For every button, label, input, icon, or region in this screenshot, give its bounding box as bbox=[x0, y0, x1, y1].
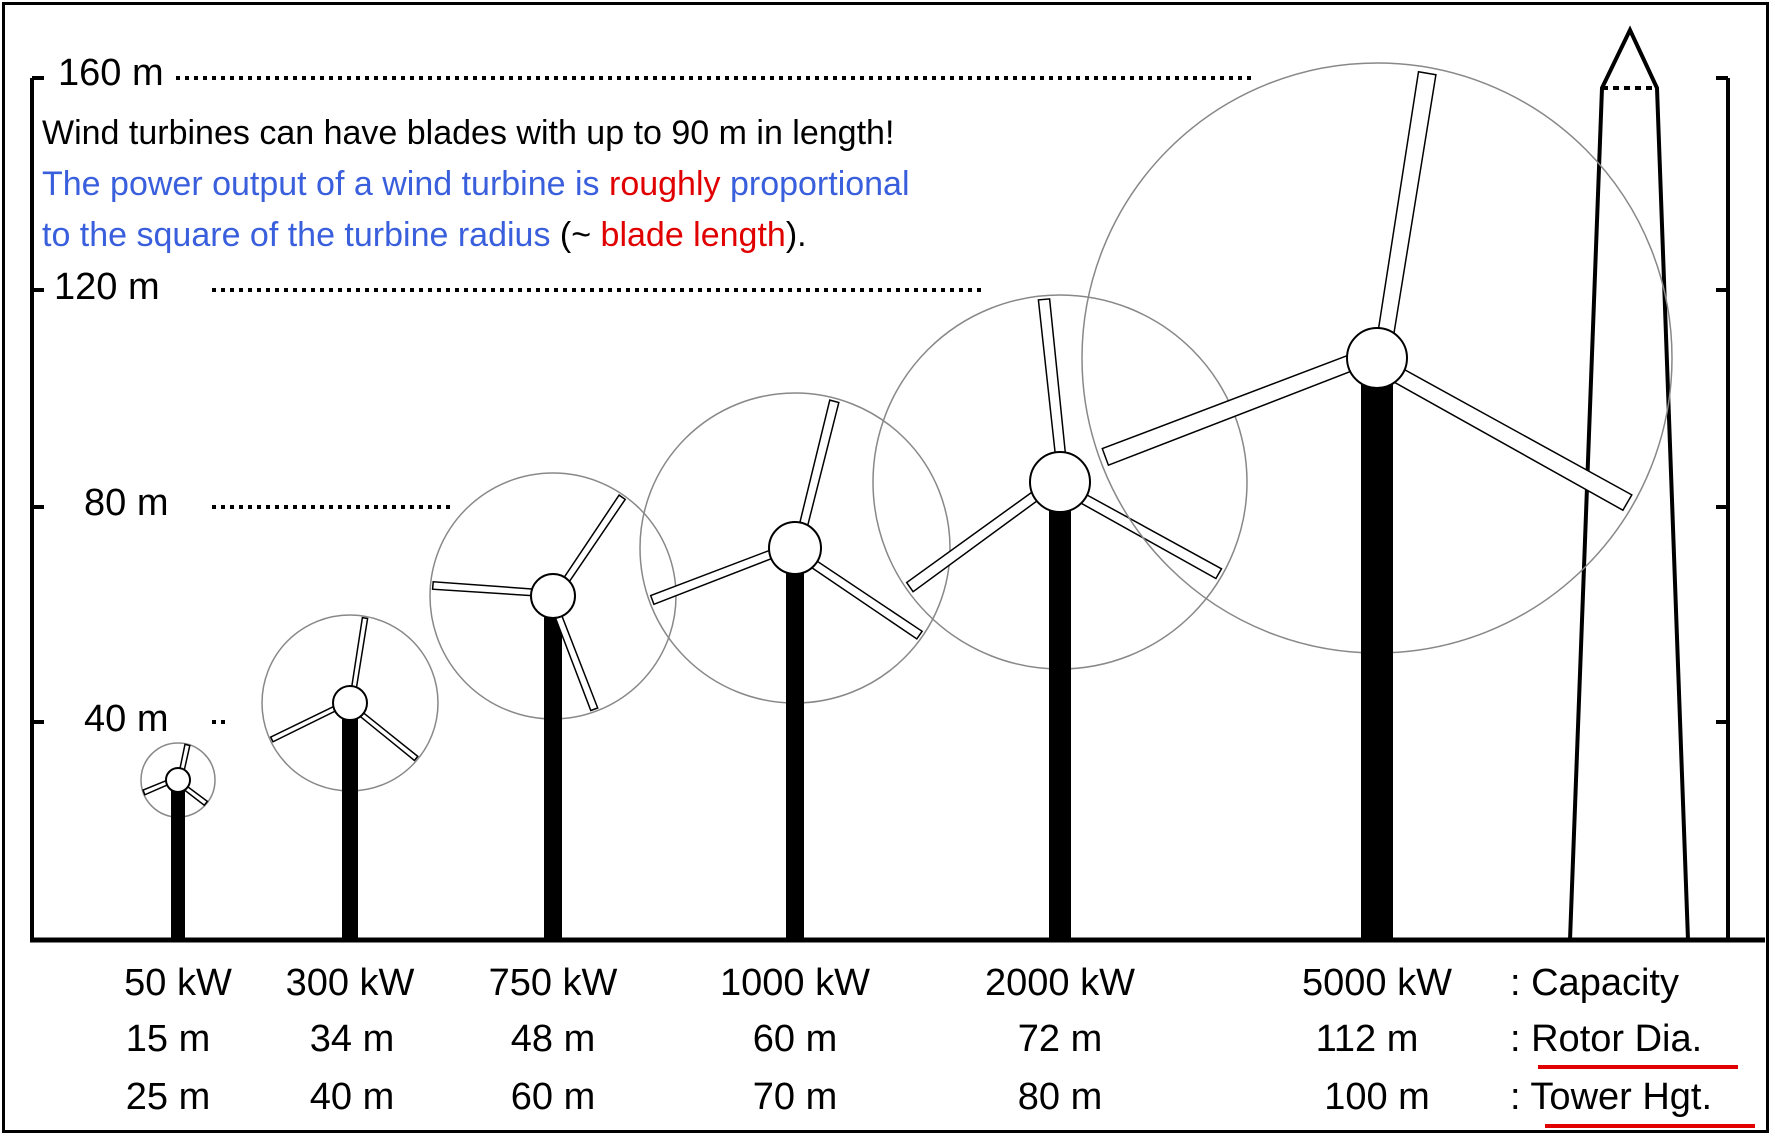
y-label-80: 80 m bbox=[84, 482, 169, 524]
turbine-2 bbox=[429, 472, 677, 940]
rotor-0: 15 m bbox=[125, 1018, 211, 1060]
blade-0-0 bbox=[178, 743, 191, 772]
hub-0 bbox=[165, 767, 191, 793]
capacity-0: 50 kW bbox=[124, 962, 232, 1004]
tower-1: 40 m bbox=[309, 1076, 395, 1118]
turbines-group bbox=[140, 62, 1673, 940]
reference-monument bbox=[1568, 25, 1690, 941]
blade-5-1 bbox=[1393, 367, 1633, 512]
turbine-5 bbox=[1081, 62, 1673, 940]
caption-line-2b: roughly bbox=[609, 165, 721, 203]
rotor-4: 72 m bbox=[1017, 1018, 1103, 1060]
y-label-160: 160 m bbox=[58, 52, 164, 94]
row-label-capacity: : Capacity bbox=[1510, 962, 1679, 1004]
tower-2: 60 m bbox=[510, 1076, 596, 1118]
blade-0-1 bbox=[182, 785, 209, 807]
capacity-4: 2000 kW bbox=[985, 962, 1135, 1004]
caption-line-3: to the square of the turbine radius (~ b… bbox=[42, 210, 910, 261]
blade-5-0 bbox=[1377, 70, 1437, 335]
tower-4 bbox=[1049, 482, 1071, 940]
caption-text: Wind turbines can have blades with up to… bbox=[42, 108, 910, 261]
capacity-1: 300 kW bbox=[285, 962, 415, 1004]
blade-1-0 bbox=[350, 616, 369, 690]
row-label-tower: : Tower Hgt. bbox=[1510, 1076, 1713, 1118]
y-label-120: 120 m bbox=[54, 266, 160, 308]
tower-4: 80 m bbox=[1017, 1076, 1103, 1118]
tower-3: 70 m bbox=[752, 1076, 838, 1118]
hub-5 bbox=[1346, 327, 1408, 389]
caption-line-2c: proportional bbox=[720, 165, 910, 203]
tower-0 bbox=[171, 780, 185, 940]
tower-3 bbox=[786, 548, 804, 940]
blade-0-2 bbox=[142, 779, 170, 796]
capacity-5: 5000 kW bbox=[1302, 962, 1452, 1004]
capacity-2: 750 kW bbox=[488, 962, 618, 1004]
tower-5 bbox=[1361, 358, 1393, 940]
rotor-underline bbox=[1538, 1065, 1738, 1069]
turbine-1 bbox=[261, 614, 439, 940]
row-label-rotor: : Rotor Dia. bbox=[1510, 1018, 1703, 1060]
rotor-3: 60 m bbox=[752, 1018, 838, 1060]
blade-3-2 bbox=[649, 548, 775, 606]
capacity-3: 1000 kW bbox=[720, 962, 870, 1004]
rotor-5: 112 m bbox=[1315, 1018, 1419, 1060]
hub-4 bbox=[1029, 451, 1091, 513]
blade-3-0 bbox=[798, 399, 840, 529]
caption-line-3b: (~ bbox=[550, 216, 601, 254]
turbine-4 bbox=[872, 294, 1248, 940]
rotor-1: 34 m bbox=[309, 1018, 395, 1060]
turbine-0 bbox=[140, 742, 216, 940]
caption-line-1: Wind turbines can have blades with up to… bbox=[42, 114, 895, 152]
blade-2-2 bbox=[431, 580, 535, 597]
tower-underline bbox=[1545, 1124, 1755, 1128]
caption-line-3c: blade length bbox=[600, 216, 786, 254]
blade-2-0 bbox=[562, 494, 627, 584]
hub-2 bbox=[530, 573, 576, 619]
blade-1-1 bbox=[358, 710, 419, 762]
caption-line-3a: to the square of the turbine radius bbox=[42, 216, 551, 254]
caption-line-3d: ). bbox=[785, 216, 807, 254]
y-label-40: 40 m bbox=[84, 698, 169, 740]
tower-0: 25 m bbox=[125, 1076, 211, 1118]
caption-line-2a: The power output of a wind turbine is bbox=[42, 165, 609, 203]
blade-3-1 bbox=[809, 558, 924, 640]
hub-3 bbox=[768, 521, 822, 575]
tower-5: 100 m bbox=[1324, 1076, 1430, 1118]
blade-4-0 bbox=[1037, 298, 1067, 457]
hub-1 bbox=[332, 685, 368, 721]
tower-1 bbox=[342, 703, 358, 940]
blade-5-2 bbox=[1101, 354, 1354, 467]
blade-4-1 bbox=[1078, 492, 1223, 580]
blade-4-2 bbox=[905, 490, 1041, 593]
turbine-3 bbox=[639, 392, 951, 940]
blade-1-2 bbox=[269, 705, 338, 743]
rotor-2: 48 m bbox=[510, 1018, 596, 1060]
caption-line-2: The power output of a wind turbine is ro… bbox=[42, 159, 910, 210]
tower-2 bbox=[544, 596, 562, 940]
